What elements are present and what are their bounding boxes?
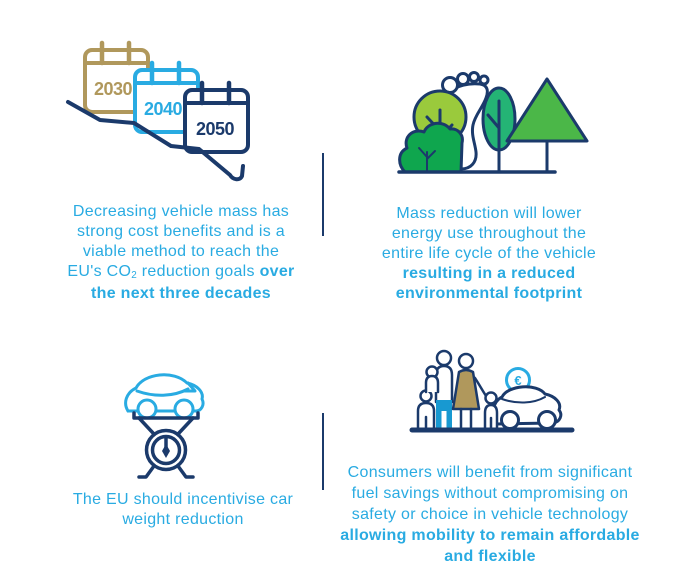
declining-trend-arrow <box>66 100 245 182</box>
child-left <box>416 389 436 431</box>
calendar-year-2040: 2040 <box>144 99 183 119</box>
woman <box>451 352 493 430</box>
car-on-scale-icon <box>124 373 205 479</box>
trees-footprint-icon <box>397 71 589 174</box>
family-car-euro-icon: € <box>409 349 575 433</box>
child-right <box>483 391 499 431</box>
family <box>416 349 499 431</box>
calendar-2050: 2050 <box>183 80 250 154</box>
euro-symbol: € <box>514 373 521 388</box>
weighing-scale <box>132 411 200 479</box>
calendar-year-2050: 2050 <box>196 119 235 139</box>
oval-tree <box>481 86 517 174</box>
triangle-tree <box>505 77 589 174</box>
bush <box>398 121 464 174</box>
vertical-divider-bottom <box>322 413 324 490</box>
car-outline-navy <box>491 385 563 430</box>
calendars-declining-arrow-icon: 2030 2040 2050 <box>66 40 250 182</box>
man-holding-baby <box>424 349 454 428</box>
vertical-divider-top <box>322 153 324 236</box>
car-outline-blue <box>124 373 205 420</box>
calendar-year-2030: 2030 <box>94 79 133 99</box>
calendar-2040: 2040 <box>133 60 200 134</box>
